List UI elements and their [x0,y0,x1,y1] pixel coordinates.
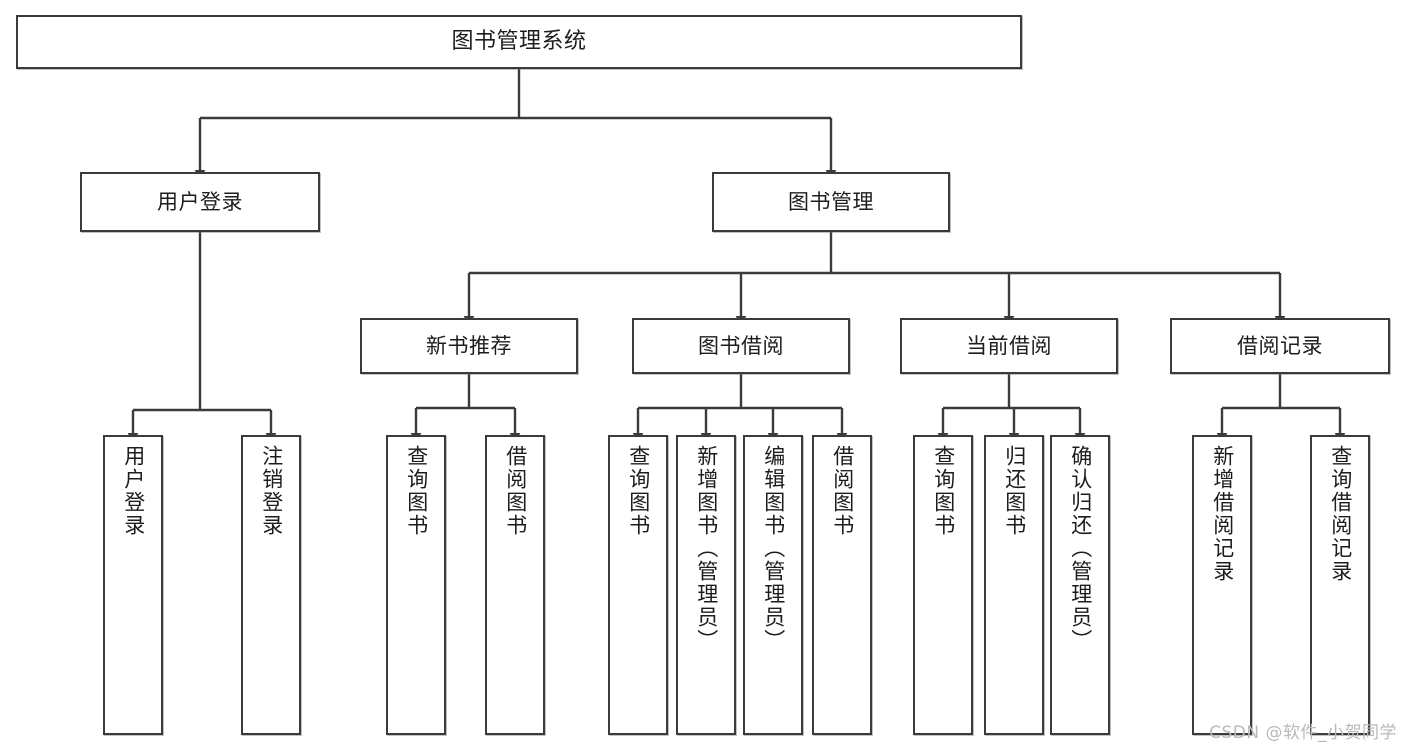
node-root[interactable]: 图书管理系统 [16,15,1022,69]
leaf-return-book-label: 归还图书 [1002,445,1027,537]
leaf-add-book[interactable]: 新增图书（管理员） [676,435,736,735]
leaf-query-book-1[interactable]: 查询图书 [386,435,446,735]
leaf-query-book-3-label: 查询图书 [931,445,956,537]
leaf-borrow-book-2[interactable]: 借阅图书 [812,435,872,735]
leaf-borrow-book-1[interactable]: 借阅图书 [485,435,545,735]
csdn-watermark: CSDN @软件_小贺同学 [1209,723,1397,743]
leaf-borrow-book-2-label: 借阅图书 [830,445,855,537]
leaf-add-book-label: 新增图书（管理员） [694,445,719,652]
leaf-edit-book-label: 编辑图书（管理员） [761,445,786,652]
leaf-add-borrow-record[interactable]: 新增借阅记录 [1192,435,1252,735]
leaf-add-borrow-record-label: 新增借阅记录 [1210,445,1235,583]
node-borrow-record[interactable]: 借阅记录 [1170,318,1390,374]
node-book-manage[interactable]: 图书管理 [712,172,950,232]
leaf-logout[interactable]: 注销登录 [241,435,301,735]
node-root-label: 图书管理系统 [451,29,587,55]
leaf-return-book[interactable]: 归还图书 [984,435,1044,735]
leaf-confirm-return-label: 确认归还（管理员） [1068,445,1093,652]
node-current-borrow[interactable]: 当前借阅 [900,318,1118,374]
node-new-book-recommend-label: 新书推荐 [426,333,512,358]
leaf-query-book-2[interactable]: 查询图书 [608,435,668,735]
leaf-borrow-book-1-label: 借阅图书 [503,445,528,537]
leaf-user-login-label: 用户登录 [121,445,146,537]
node-user-login[interactable]: 用户登录 [80,172,320,232]
leaf-query-book-2-label: 查询图书 [626,445,651,537]
leaf-user-login[interactable]: 用户登录 [103,435,163,735]
leaf-query-book-3[interactable]: 查询图书 [913,435,973,735]
node-book-borrow[interactable]: 图书借阅 [632,318,850,374]
leaf-confirm-return[interactable]: 确认归还（管理员） [1050,435,1110,735]
leaf-query-book-1-label: 查询图书 [404,445,429,537]
leaf-logout-label: 注销登录 [259,445,284,537]
node-book-borrow-label: 图书借阅 [698,333,784,358]
node-book-manage-label: 图书管理 [788,189,874,214]
node-new-book-recommend[interactable]: 新书推荐 [360,318,578,374]
leaf-query-borrow-record-label: 查询借阅记录 [1328,445,1353,583]
leaf-query-borrow-record[interactable]: 查询借阅记录 [1310,435,1370,735]
node-user-login-label: 用户登录 [157,189,243,214]
node-borrow-record-label: 借阅记录 [1237,333,1323,358]
node-current-borrow-label: 当前借阅 [966,333,1052,358]
leaf-edit-book[interactable]: 编辑图书（管理员） [743,435,803,735]
